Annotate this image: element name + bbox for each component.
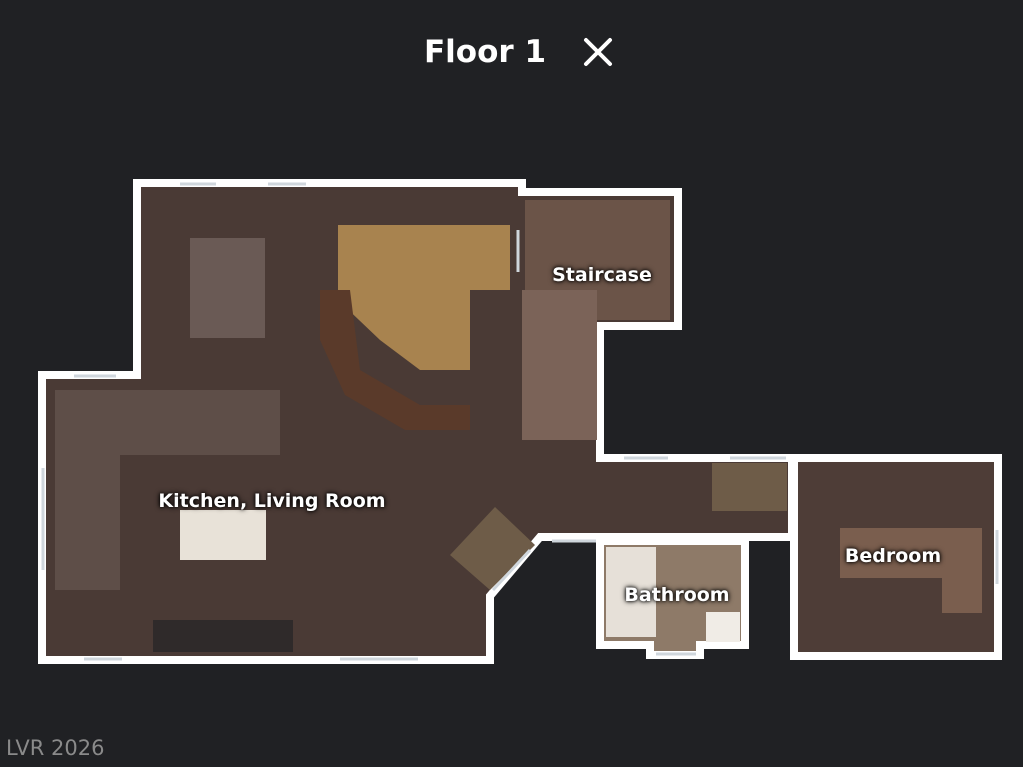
floor-title: Floor 1 [424,34,547,70]
windows [41,182,999,661]
room-label-bedroom[interactable]: Bedroom [844,545,942,567]
close-button[interactable] [578,32,618,72]
close-icon [584,38,612,66]
watermark: LVR 2026 [6,736,105,760]
room-label-kitchen-living[interactable]: Kitchen, Living Room [158,490,386,512]
room-bedroom[interactable] [790,454,1002,660]
room-label-staircase[interactable]: Staircase [552,264,652,286]
room-bathroom[interactable] [596,537,749,659]
room-label-bathroom[interactable]: Bathroom [624,584,730,606]
room-kitchen-living[interactable] [38,179,796,664]
